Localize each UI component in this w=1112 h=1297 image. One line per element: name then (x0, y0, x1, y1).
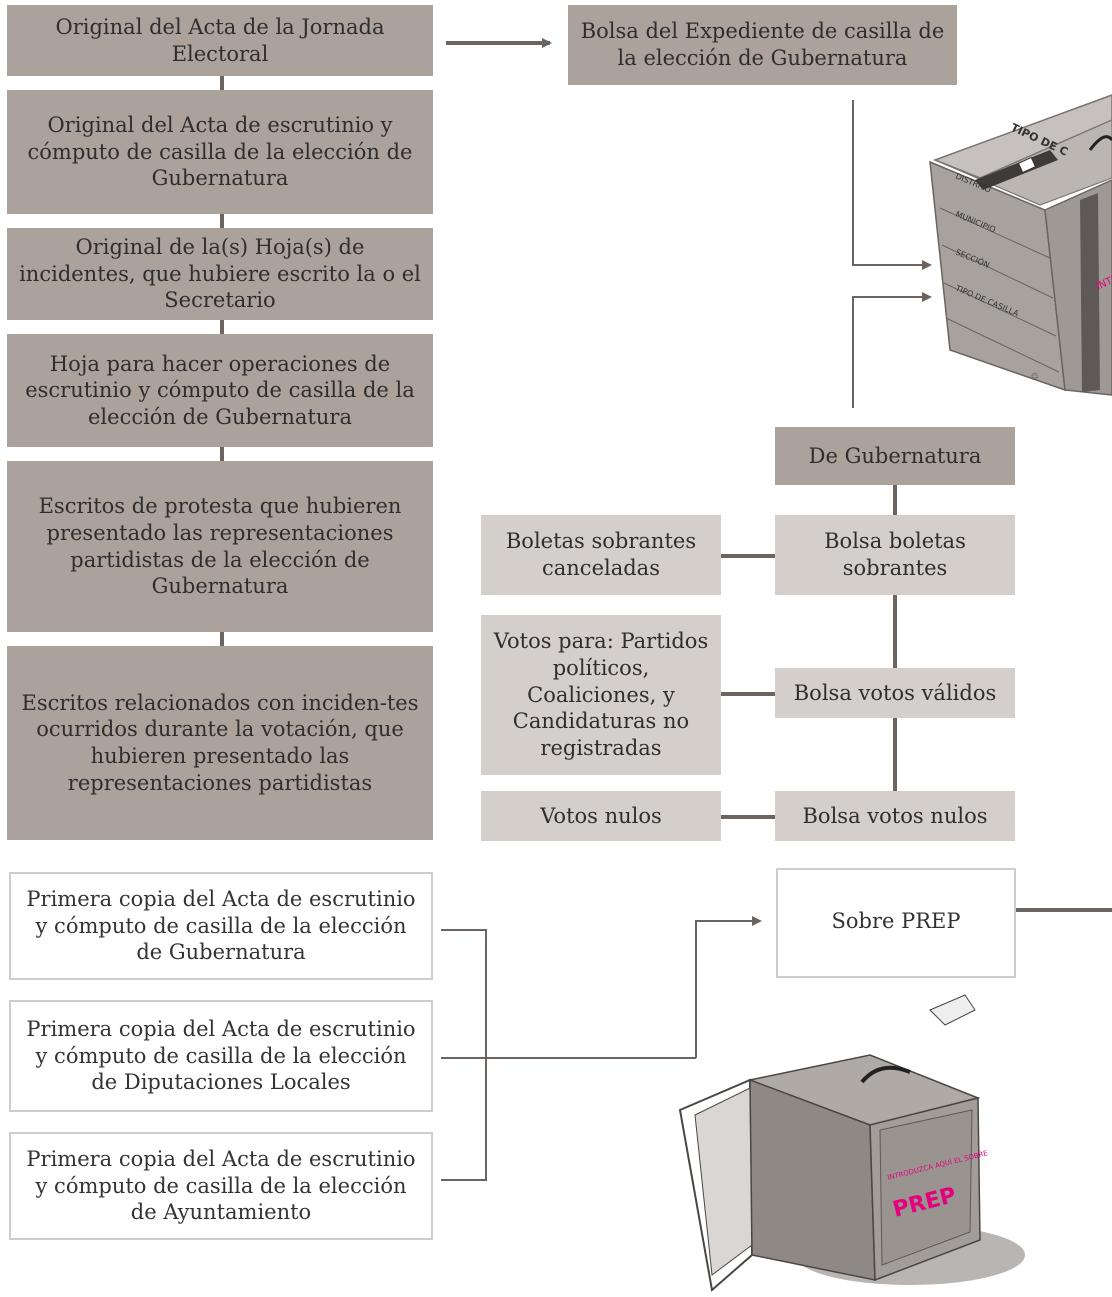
escritos-incidentes-label: Escritos relacionados con inciden-tes oc… (21, 690, 419, 795)
copies-bracket (441, 929, 487, 1181)
copia-ayuntamiento-label: Primera copia del Acta de escrutinio y c… (26, 1147, 416, 1225)
connector (893, 485, 897, 515)
connector (220, 214, 224, 228)
connector (220, 632, 224, 646)
copia-ayuntamiento-box: Primera copia del Acta de escrutinio y c… (9, 1132, 433, 1240)
bolsa-sobrantes-label: Bolsa boletas sobrantes (824, 529, 966, 580)
connector (220, 76, 224, 90)
de-gubernatura-label: De Gubernatura (808, 443, 982, 468)
boletas-canceladas-label: Boletas sobrantes canceladas (505, 529, 697, 580)
copia-diputaciones-box: Primera copia del Acta de escrutinio y c… (9, 1000, 433, 1112)
copia-diputaciones-label: Primera copia del Acta de escrutinio y c… (26, 1017, 416, 1095)
bolsa-expediente-label: Bolsa del Expediente de casilla de la el… (580, 19, 945, 70)
bolsa-validos-label: Bolsa votos válidos (793, 680, 997, 705)
votos-nulos-label: Votos nulos (540, 803, 662, 828)
connector (721, 815, 775, 819)
bolsa-validos-box: Bolsa votos válidos (775, 668, 1015, 718)
paquete-electoral-illustration: DISTRITO MUNICIPIO SECCIÓN TIPO DE CASIL… (929, 94, 1112, 396)
acta-escrutinio-label: Original del Acta de escrutinio y cómput… (27, 113, 413, 191)
acta-jornada-box: Original del Acta de la Jornada Electora… (7, 5, 433, 76)
sobre-prep-box: Sobre PREP (776, 868, 1016, 978)
hoja-incidentes-label: Original de la(s) Hoja(s) de incidentes,… (19, 235, 421, 313)
escritos-protesta-box: Escritos de protesta que hubieren presen… (7, 461, 433, 632)
bolsa-nulos-box: Bolsa votos nulos (775, 791, 1015, 841)
hoja-operaciones-box: Hoja para hacer operaciones de escrutini… (7, 334, 433, 447)
arrow-to-prep (695, 916, 762, 1058)
connector (721, 692, 775, 696)
hoja-incidentes-box: Original de la(s) Hoja(s) de incidentes,… (7, 228, 433, 320)
votos-para-label: Votos para: Partidos políticos, Coalicio… (493, 629, 709, 760)
sobre-prep-label: Sobre PREP (831, 909, 961, 933)
copia-gubernatura-box: Primera copia del Acta de escrutinio y c… (9, 872, 433, 980)
hoja-operaciones-label: Hoja para hacer operaciones de escrutini… (25, 351, 415, 429)
bolsa-sobrantes-box: Bolsa boletas sobrantes (775, 515, 1015, 595)
arrow-expediente-to-box (852, 100, 932, 270)
connector (893, 595, 897, 668)
recycle-icon: ♲ (1030, 372, 1039, 383)
escritos-incidentes-box: Escritos relacionados con inciden-tes oc… (7, 646, 433, 840)
connector (220, 447, 224, 461)
connector (721, 554, 775, 558)
prep-box-illustration: INTRODUZCA AQUÍ EL SOBRE PREP (678, 994, 1025, 1292)
connector (893, 718, 897, 791)
bolsa-expediente-box: Bolsa del Expediente de casilla de la el… (568, 5, 957, 85)
connector (220, 320, 224, 334)
votos-nulos-box: Votos nulos (481, 791, 721, 841)
de-gubernatura-box: De Gubernatura (775, 427, 1015, 485)
copia-gubernatura-label: Primera copia del Acta de escrutinio y c… (26, 887, 416, 965)
acta-jornada-label: Original del Acta de la Jornada Electora… (55, 14, 385, 66)
arrow-gubernatura-to-box (852, 292, 932, 408)
votos-para-box: Votos para: Partidos políticos, Coalicio… (481, 615, 721, 775)
boletas-canceladas-box: Boletas sobrantes canceladas (481, 515, 721, 595)
escritos-protesta-label: Escritos de protesta que hubieren presen… (38, 494, 402, 599)
acta-escrutinio-box: Original del Acta de escrutinio y cómput… (7, 90, 433, 214)
bolsa-nulos-label: Bolsa votos nulos (802, 803, 988, 828)
